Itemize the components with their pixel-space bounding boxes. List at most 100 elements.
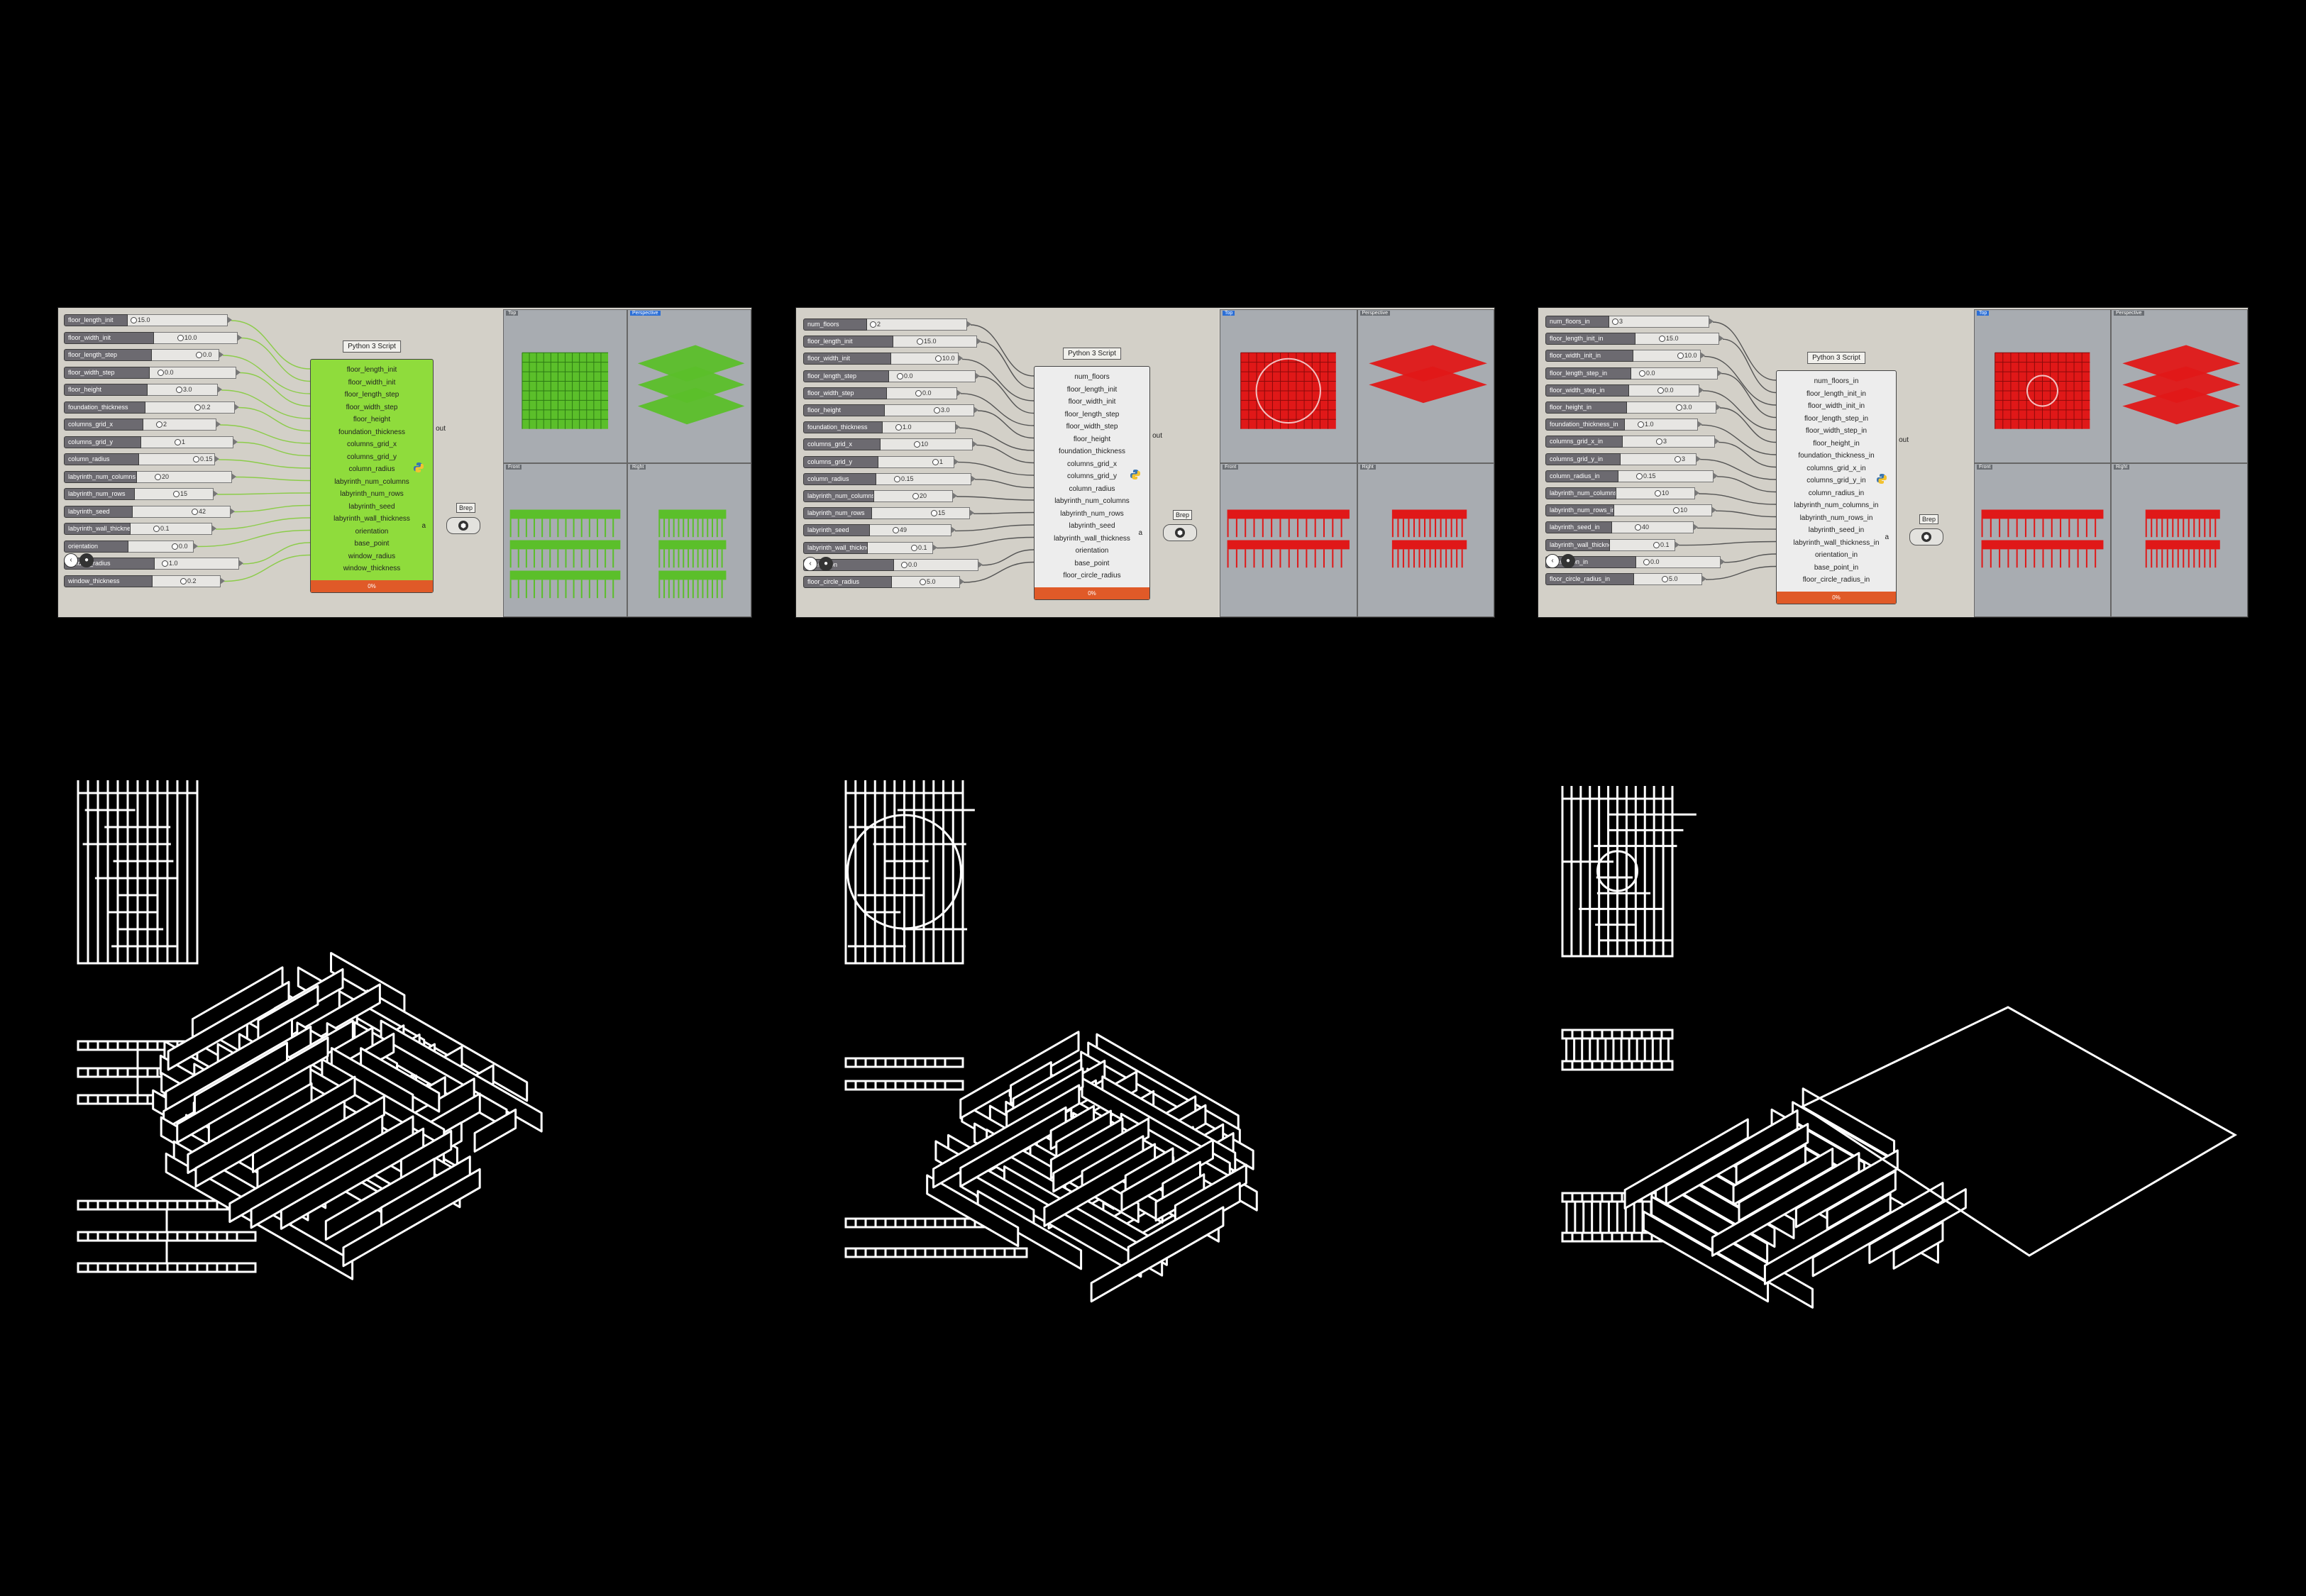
slider-track[interactable]: 1.0 — [1625, 419, 1702, 431]
slider-track[interactable]: 0.15 — [139, 453, 219, 465]
slider-track[interactable]: 0.0 — [887, 387, 961, 399]
input-param[interactable]: floor_width_step_in — [1805, 427, 1868, 435]
input-param[interactable]: floor_height — [353, 416, 391, 423]
base-point-control[interactable]: ‹● — [803, 556, 833, 571]
viewport-label[interactable]: Right — [2114, 465, 2130, 470]
brep-param[interactable]: Brep⬢ — [1909, 514, 1943, 545]
viewport-top[interactable]: Top — [1220, 309, 1357, 463]
viewport-label[interactable]: Front — [506, 465, 522, 470]
slider-knob[interactable] — [153, 526, 160, 532]
slider-knob[interactable] — [935, 355, 942, 362]
slider-knob[interactable] — [931, 510, 937, 517]
slider-track[interactable]: 3 — [1621, 453, 1701, 465]
input-param[interactable]: num_floors — [1074, 373, 1110, 381]
input-param[interactable]: floor_width_step — [346, 403, 398, 411]
slider-knob[interactable] — [194, 404, 201, 411]
slider-track[interactable]: 3 — [1609, 316, 1714, 328]
input-param[interactable]: base_point_in — [1814, 563, 1859, 572]
slider-track[interactable]: 0.0 — [889, 370, 980, 382]
slider-track[interactable]: 15 — [135, 488, 218, 500]
input-param[interactable]: labyrinth_num_columns_in — [1794, 501, 1879, 509]
input-param[interactable]: orientation — [1075, 547, 1109, 555]
input-param[interactable]: floor_width_init_in — [1807, 402, 1865, 410]
slider-knob[interactable] — [158, 369, 164, 376]
slider-track[interactable]: 0.0 — [894, 558, 983, 571]
viewport-perspective[interactable]: Perspective — [2111, 309, 2248, 463]
chevron-left-icon[interactable]: ‹ — [803, 556, 817, 571]
viewport-right[interactable]: Right — [2111, 463, 2248, 617]
input-param[interactable]: labyrinth_num_rows — [340, 490, 404, 498]
output-a[interactable]: a — [1138, 529, 1142, 538]
slider-track[interactable]: 0.2 — [153, 575, 225, 587]
slider-knob[interactable] — [1635, 524, 1641, 531]
viewport-label[interactable]: Top — [506, 311, 519, 316]
slider-track[interactable]: 0.1 — [1610, 538, 1679, 551]
slider-knob[interactable] — [1653, 541, 1660, 548]
slider-track[interactable]: 10.0 — [154, 331, 242, 344]
input-param[interactable]: orientation — [355, 527, 389, 536]
output-a[interactable]: a — [421, 522, 426, 531]
point-icon[interactable]: ● — [819, 556, 833, 571]
slider-labyrinth-wall-thickness-in[interactable]: labyrinth_wall_thickness_in0.1 — [1545, 538, 1679, 551]
chevron-left-icon[interactable]: ‹ — [1545, 553, 1560, 568]
slider-track[interactable]: 1 — [878, 455, 959, 468]
viewport-label[interactable]: Top — [1977, 311, 1990, 316]
input-param[interactable]: columns_grid_y — [346, 453, 397, 461]
viewport-front[interactable]: Front — [1220, 463, 1357, 617]
slider-track[interactable]: 1.0 — [883, 421, 960, 434]
input-param[interactable]: labyrinth_num_columns — [1054, 497, 1130, 505]
slider-track[interactable]: 0.0 — [152, 349, 224, 361]
viewport-top[interactable]: Top — [1974, 309, 2111, 463]
input-param[interactable]: floor_width_init — [1068, 398, 1116, 406]
slider-knob[interactable] — [177, 334, 184, 341]
input-param[interactable]: base_point — [354, 540, 390, 548]
viewport-label[interactable]: Right — [1359, 465, 1376, 470]
slider-track[interactable]: 0.0 — [128, 540, 198, 553]
input-param[interactable]: column_radius — [1069, 484, 1115, 493]
slider-knob[interactable] — [1662, 576, 1668, 582]
input-param[interactable]: floor_height — [1073, 435, 1111, 443]
brep-node[interactable]: ⬢ — [446, 516, 480, 534]
input-param[interactable]: labyrinth_wall_thickness_in — [1793, 538, 1880, 547]
input-param[interactable]: foundation_thickness — [338, 428, 405, 436]
input-param[interactable]: labyrinth_seed_in — [1808, 526, 1865, 534]
slider-knob[interactable] — [1659, 336, 1665, 343]
viewport-right[interactable]: Right — [627, 463, 751, 617]
slider-track[interactable]: 0.0 — [1631, 367, 1722, 379]
slider-track[interactable]: 40 — [1612, 521, 1698, 534]
base-point-control[interactable]: ‹● — [1545, 553, 1575, 568]
slider-track[interactable]: 15.0 — [128, 314, 232, 326]
slider-knob[interactable] — [196, 352, 202, 358]
input-param[interactable]: column_radius — [348, 465, 395, 473]
slider-track[interactable]: 10 — [1616, 487, 1699, 499]
slider-knob[interactable] — [155, 473, 161, 480]
slider-track[interactable]: 10 — [1614, 504, 1716, 517]
slider-track[interactable]: 0.1 — [868, 541, 937, 554]
input-param[interactable]: orientation_in — [1814, 551, 1858, 559]
input-param[interactable]: labyrinth_wall_thickness — [333, 515, 410, 523]
